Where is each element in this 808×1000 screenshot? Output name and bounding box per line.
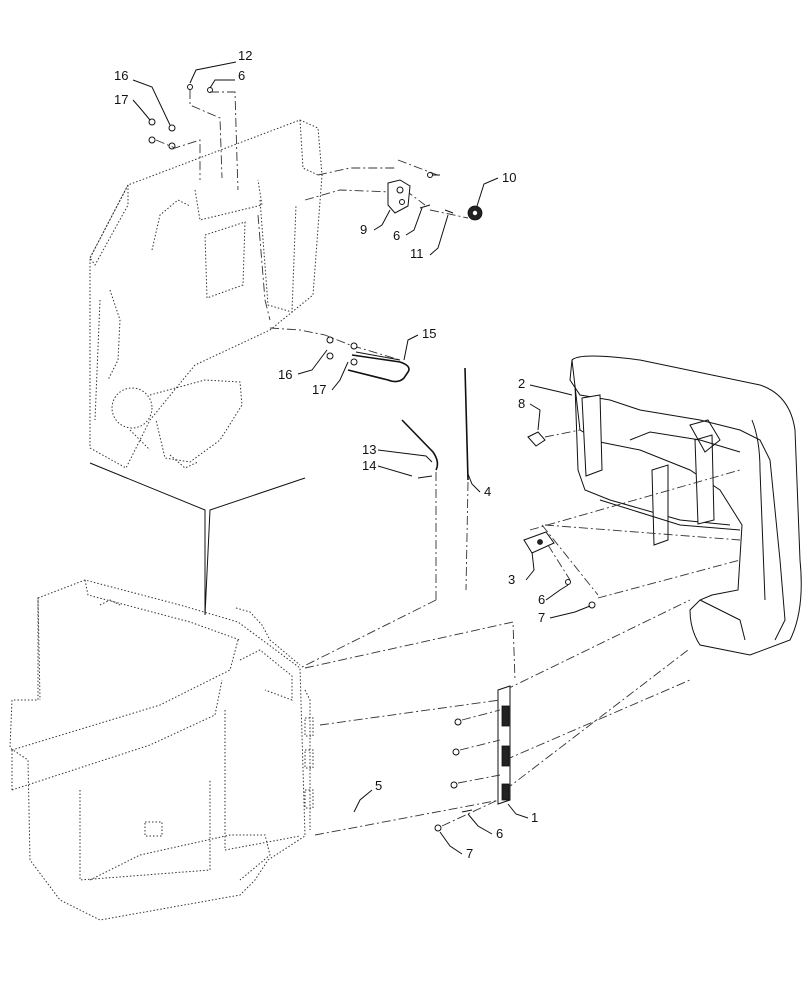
callout-7-bottom: 7 bbox=[466, 846, 473, 861]
hinge-plate-1 bbox=[434, 685, 511, 832]
bracket-9 bbox=[387, 172, 454, 214]
lower-assembly-lines bbox=[304, 599, 691, 836]
callout-16-top: 16 bbox=[114, 68, 128, 83]
callout-2: 2 bbox=[518, 376, 525, 391]
detail-pointer bbox=[89, 462, 306, 616]
callout-7-latch: 7 bbox=[538, 610, 545, 625]
callout-17-top: 17 bbox=[114, 92, 128, 107]
leader-lines bbox=[132, 61, 591, 855]
callout-1: 1 bbox=[531, 810, 538, 825]
callout-11: 11 bbox=[410, 246, 424, 261]
callout-labels: 12 6 16 17 10 9 6 11 15 16 17 2 8 13 14 … bbox=[114, 48, 545, 861]
rod-4 bbox=[464, 367, 469, 591]
callout-9: 9 bbox=[360, 222, 367, 237]
callout-15: 15 bbox=[422, 326, 436, 341]
callout-5: 5 bbox=[375, 778, 382, 793]
callout-12: 12 bbox=[238, 48, 252, 63]
counterweight-hood-2 bbox=[569, 355, 802, 656]
callout-16-mid: 16 bbox=[278, 367, 292, 382]
upper-assembly-lines bbox=[257, 159, 469, 361]
bracket-13 bbox=[299, 419, 439, 669]
latch-3 bbox=[523, 524, 599, 609]
callout-14: 14 bbox=[362, 458, 376, 473]
callout-10: 10 bbox=[502, 170, 516, 185]
callout-6-top: 6 bbox=[238, 68, 245, 83]
upper-frame-panel bbox=[89, 119, 323, 469]
callout-17-mid: 17 bbox=[312, 382, 326, 397]
knob-10 bbox=[467, 205, 483, 221]
u-bolt-15 bbox=[326, 336, 410, 383]
callout-6-bottom: 6 bbox=[496, 826, 503, 841]
callout-13: 13 bbox=[362, 442, 376, 457]
callout-3: 3 bbox=[508, 572, 515, 587]
hood-assembly-lines bbox=[529, 469, 741, 599]
callout-8: 8 bbox=[518, 396, 525, 411]
callout-4: 4 bbox=[484, 484, 491, 499]
callout-6-latch: 6 bbox=[538, 592, 545, 607]
lower-chassis bbox=[9, 579, 314, 921]
upper-left-hardware bbox=[148, 84, 239, 191]
callout-6-bracket: 6 bbox=[393, 228, 400, 243]
